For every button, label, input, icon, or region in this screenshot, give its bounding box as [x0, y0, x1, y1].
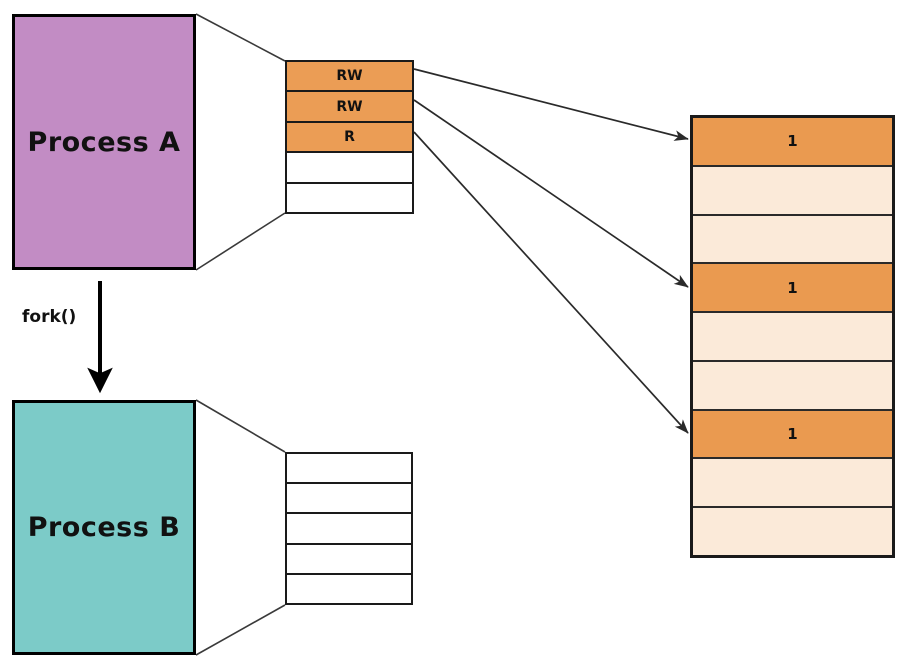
memory-frame-row[interactable]	[693, 313, 892, 362]
page-table-row[interactable]: R	[287, 122, 412, 154]
memory-frame-row[interactable]: 1	[693, 118, 892, 167]
memory-frame-row[interactable]: 1	[693, 410, 892, 460]
page-table-row[interactable]	[287, 183, 412, 213]
process-b-expansion-wedge	[195, 399, 286, 656]
memory-frame-row[interactable]	[693, 361, 892, 411]
process-a-expansion-wedge	[195, 13, 286, 271]
page-table-row[interactable]	[287, 454, 411, 485]
memory-frame-row[interactable]	[693, 215, 892, 265]
process-a-box[interactable]: Process A	[12, 14, 196, 270]
memory-frame-row[interactable]	[693, 166, 892, 216]
process-a-label: Process A	[27, 126, 181, 158]
page-table-row[interactable]	[287, 574, 411, 604]
page-table-row[interactable]	[287, 544, 411, 575]
page-table-row[interactable]: RW	[287, 62, 412, 93]
process-b-page-table[interactable]	[285, 452, 413, 605]
page-table-row[interactable]	[287, 153, 412, 184]
memory-frame-row[interactable]: 1	[693, 264, 892, 314]
page-table-row[interactable]	[287, 514, 411, 545]
physical-memory-table[interactable]: 1 1 1	[690, 115, 895, 558]
mapping-arrow-page1-frame3	[413, 99, 689, 288]
process-b-label: Process B	[27, 512, 181, 543]
page-table-row[interactable]	[287, 484, 411, 515]
process-b-box[interactable]: Process B	[12, 400, 196, 655]
process-a-page-table[interactable]: RW RW R	[285, 60, 414, 214]
page-table-row[interactable]: RW	[287, 92, 412, 123]
memory-frame-row[interactable]	[693, 508, 892, 556]
mapping-arrow-page2-frame6	[413, 131, 689, 434]
memory-frame-row[interactable]	[693, 459, 892, 509]
mapping-arrow-page0-frame0	[413, 68, 689, 141]
fork-label: fork()	[22, 307, 77, 327]
